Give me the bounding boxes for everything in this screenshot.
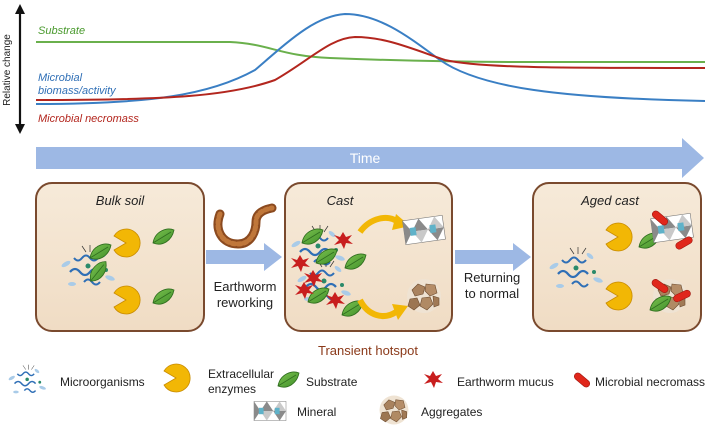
legend-substrate: Substrate: [277, 371, 358, 389]
cast-contents: [289, 214, 446, 320]
necromass-curve-label: Microbial necromass: [38, 113, 139, 125]
legend-mucus: Earthworm mucus: [424, 371, 554, 389]
legend-microorganisms: Microorganisms: [7, 363, 145, 395]
transition-1-line1: Earthworm: [214, 279, 277, 294]
relative-change-axis: [15, 4, 25, 134]
earthworm-icon: [213, 203, 277, 249]
transition-1-line2: reworking: [217, 295, 273, 310]
legend-enzymes-label-line2: enzymes: [208, 382, 256, 396]
legend-aggregates-label: Aggregates: [421, 405, 482, 419]
substrate-curve: [36, 41, 705, 63]
biomass-curve-label-line2: biomass/activity: [38, 85, 117, 97]
biomass-curve-label-line1: Microbial: [38, 72, 83, 84]
legend-enzymes-label-line1: Extracellular: [208, 367, 274, 381]
y-axis-label: Relative change: [2, 34, 13, 106]
legend: Microorganisms Extracellular enzymes Sub…: [7, 363, 705, 425]
legend-substrate-label: Substrate: [306, 375, 358, 389]
legend-aggregates: Aggregates: [379, 395, 482, 425]
legend-mucus-label: Earthworm mucus: [457, 375, 554, 389]
legend-enzymes: Extracellular enzymes: [163, 363, 274, 396]
transient-hotspot-label: Transient hotspot: [318, 343, 418, 358]
cast-title: Cast: [327, 193, 355, 208]
legend-necromass: Microbial necromass: [572, 371, 705, 389]
legend-mineral: Mineral: [253, 401, 336, 422]
time-label: Time: [350, 150, 381, 166]
transition-2-line1: Returning: [464, 270, 520, 285]
necromass-curve: [35, 35, 706, 101]
legend-necromass-label: Microbial necromass: [595, 375, 705, 389]
transition-2-line2: to normal: [465, 286, 519, 301]
time-arrow: [36, 138, 704, 178]
biomass-curve: [35, 12, 706, 105]
transition-arrow-2: [455, 243, 531, 271]
legend-microorganisms-label: Microorganisms: [60, 375, 145, 389]
bulk-soil-title: Bulk soil: [96, 193, 146, 208]
legend-mineral-label: Mineral: [297, 405, 336, 419]
transition-arrow-1: [206, 243, 282, 271]
substrate-curve-label: Substrate: [38, 25, 85, 37]
aged-cast-title: Aged cast: [580, 193, 640, 208]
